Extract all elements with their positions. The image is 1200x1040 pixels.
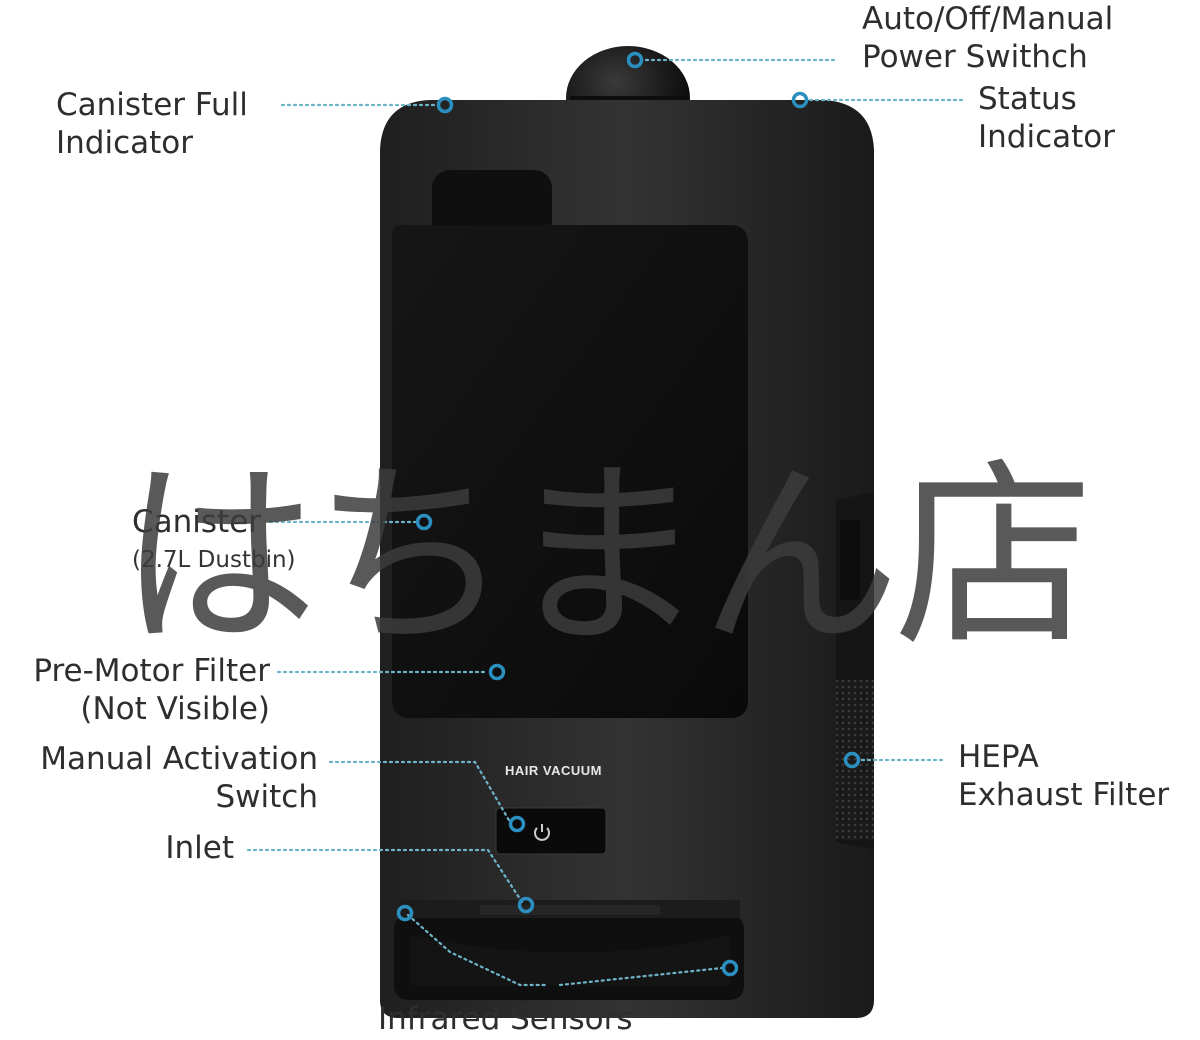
label-canister: Canister (2.7L Dustbin) <box>132 503 296 579</box>
product-name-text: HAIR VACUUM <box>505 763 602 778</box>
label-power-switch-line2: Power Swithch <box>862 39 1088 75</box>
label-hepa-line2: Exhaust Filter <box>958 777 1170 813</box>
label-inlet: Inlet <box>165 829 234 867</box>
watermark-text: はちまん店 <box>118 441 1094 674</box>
marker-status <box>791 91 809 109</box>
label-infrared-line1: Infrared Sensors <box>378 1001 633 1037</box>
label-canister-full-line1: Canister Full <box>56 87 248 123</box>
label-manual-activation-line2: Switch <box>215 779 319 815</box>
power-icon <box>534 824 550 841</box>
marker-pre-motor <box>488 663 506 681</box>
label-canister-line2: (2.7L Dustbin) <box>132 547 296 573</box>
leader-manual-activation <box>328 760 512 824</box>
leader-inlet <box>246 848 524 904</box>
label-inlet-line1: Inlet <box>165 830 234 866</box>
marker-hepa <box>843 751 861 769</box>
marker-inlet <box>517 896 535 914</box>
label-canister-full-line2: Indicator <box>56 125 193 161</box>
label-canister-full: Canister Full Indicator <box>56 86 248 162</box>
label-power-switch-line1: Auto/Off/Manual <box>862 1 1114 37</box>
callout-markers <box>396 51 861 977</box>
label-hepa-line1: HEPA <box>958 739 1039 775</box>
label-hepa: HEPA Exhaust Filter <box>958 738 1169 814</box>
label-infrared: Infrared Sensors <box>378 1000 633 1038</box>
label-manual-activation-line1: Manual Activation <box>40 741 318 777</box>
marker-canister-full <box>436 96 454 114</box>
marker-manual-activation <box>508 815 526 833</box>
label-canister-line1: Canister <box>132 504 262 540</box>
marker-infrared-right <box>721 959 739 977</box>
label-status-line2: Indicator <box>978 119 1115 155</box>
marker-infrared-left <box>396 904 414 922</box>
manual-activation-switch-panel <box>495 807 607 855</box>
leader-lines <box>246 58 967 987</box>
label-power-switch: Auto/Off/Manual Power Swithch <box>862 0 1113 76</box>
label-pre-motor-line1: Pre-Motor Filter <box>33 653 270 689</box>
label-manual-activation: Manual Activation Switch <box>40 740 318 816</box>
label-status-line1: Status <box>978 81 1077 117</box>
marker-power-switch <box>626 51 644 69</box>
label-pre-motor-line2: (Not Visible) <box>80 691 270 727</box>
canister-panel <box>392 225 748 718</box>
marker-canister <box>415 513 433 531</box>
label-status: Status Indicator <box>978 80 1115 156</box>
label-pre-motor-filter: Pre-Motor Filter (Not Visible) <box>33 652 270 728</box>
